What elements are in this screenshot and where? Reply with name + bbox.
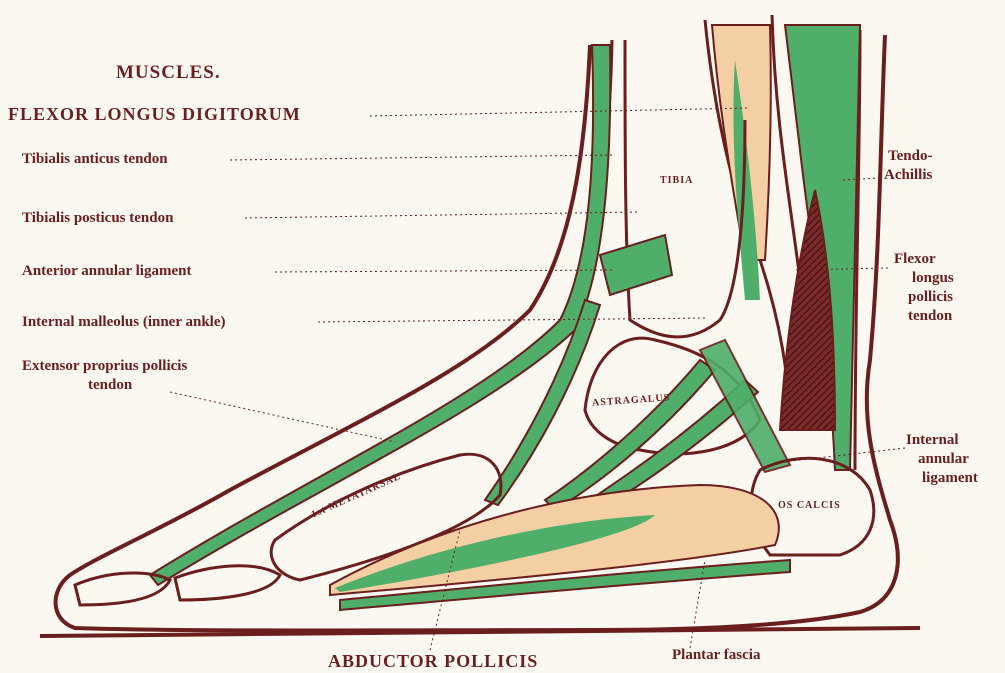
- label-flexor-longus-pollicis-4: tendon: [908, 308, 952, 325]
- label-abductor-pollicis: ABDUCTOR POLLICIS: [328, 651, 538, 672]
- label-internal-annular-ligament: Internal: [906, 432, 959, 449]
- label-tendo-achillis-2: Achillis: [884, 167, 932, 184]
- label-extensor-proprius-pollicis: Extensor proprius pollicis: [22, 358, 187, 375]
- label-tibialis-anticus-tendon: Tibialis anticus tendon: [22, 151, 168, 168]
- label-plantar-fascia: Plantar fascia: [672, 647, 760, 664]
- label-internal-malleolus: Internal malleolus (inner ankle): [22, 314, 225, 331]
- label-anterior-annular-ligament: Anterior annular ligament: [22, 263, 191, 280]
- bone-label-tibia: TIBIA: [660, 175, 693, 186]
- diagram-heading: MUSCLES.: [116, 62, 221, 84]
- label-internal-annular-ligament-2: annular: [918, 451, 969, 468]
- label-flexor-longus-pollicis: Flexor: [894, 251, 936, 268]
- label-tendo-achillis: Tendo-: [888, 148, 932, 165]
- label-extensor-proprius-pollicis-tendon: tendon: [88, 377, 132, 394]
- bone-label-os-calcis: OS CALCIS: [778, 500, 841, 511]
- label-flexor-longus-pollicis-3: pollicis: [908, 289, 953, 306]
- label-flexor-longus-digitorum: FLEXOR LONGUS DIGITORUM: [8, 104, 301, 125]
- label-internal-annular-ligament-3: ligament: [922, 470, 978, 487]
- label-tibialis-posticus-tendon: Tibialis posticus tendon: [22, 210, 173, 227]
- label-flexor-longus-pollicis-2: longus: [912, 270, 954, 287]
